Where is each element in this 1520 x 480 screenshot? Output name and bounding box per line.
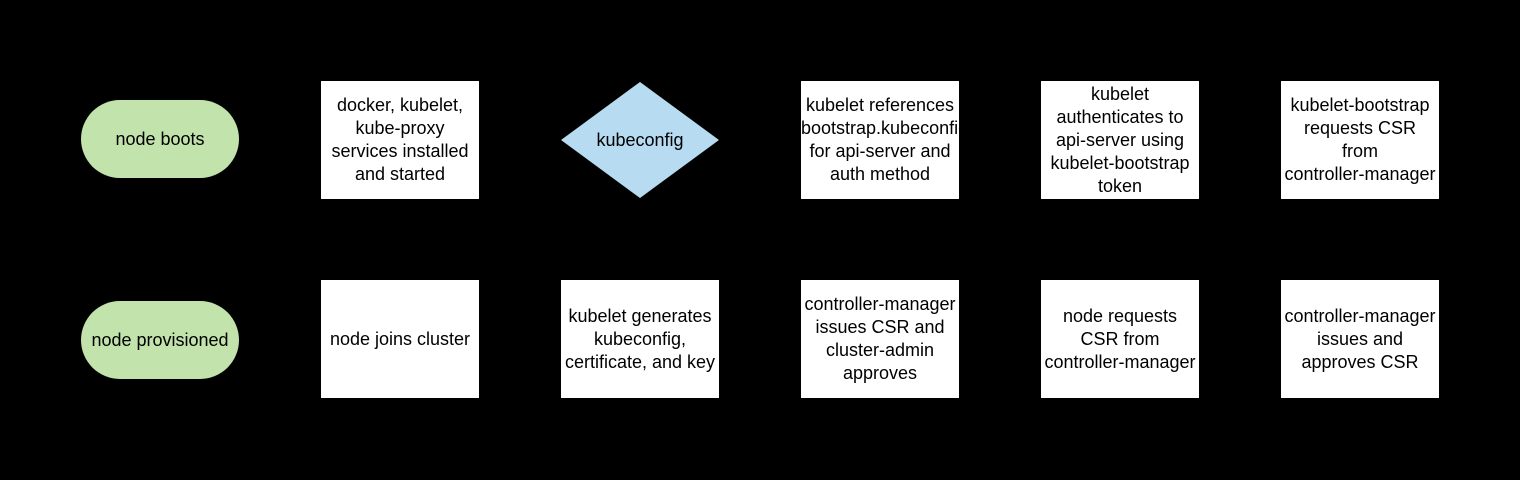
node-label: kubelet authenticates to api-server usin… <box>1050 83 1190 196</box>
node-label: docker, kubelet, kube-proxy services ins… <box>331 95 469 184</box>
process-kubelet-references-bootstrap: kubelet references bootstrap.kubeconfig … <box>801 81 959 199</box>
node-label: node provisioned <box>91 329 229 350</box>
process-kubelet-bootstrap-requests-csr: kubelet-bootstrap requests CSR from cont… <box>1281 81 1439 199</box>
process-kubelet-generates-kubeconfig: kubelet generates kubeconfig, certificat… <box>561 280 719 398</box>
terminator-node-provisioned: node provisioned <box>81 301 239 379</box>
process-node-requests-csr: node requests CSR from controller-manage… <box>1041 280 1199 398</box>
decision-kubeconfig: kubeconfig <box>561 82 719 198</box>
node-label: kubelet generates kubeconfig, certificat… <box>564 305 716 372</box>
process-controller-manager-issues-csr: controller-manager issues CSR and cluste… <box>801 280 959 398</box>
node-label: node boots <box>115 128 205 149</box>
node-label: kubelet references bootstrap.kubeconfig … <box>801 95 959 184</box>
node-label: controller-manager issues CSR and cluste… <box>804 294 956 383</box>
node-label: node joins cluster <box>329 328 471 349</box>
process-kubelet-authenticates: kubelet authenticates to api-server usin… <box>1041 81 1199 199</box>
node-label: kubeconfig <box>596 129 684 150</box>
node-label: node requests CSR from controller-manage… <box>1044 305 1196 372</box>
process-docker-services: docker, kubelet, kube-proxy services ins… <box>321 81 479 199</box>
process-controller-manager-approves-csr: controller-manager issues and approves C… <box>1281 280 1439 398</box>
node-label: controller-manager issues and approves C… <box>1284 305 1436 372</box>
terminator-node-boots: node boots <box>81 100 239 178</box>
node-label: kubelet-bootstrap requests CSR from cont… <box>1284 95 1436 184</box>
process-node-joins-cluster: node joins cluster <box>321 280 479 398</box>
